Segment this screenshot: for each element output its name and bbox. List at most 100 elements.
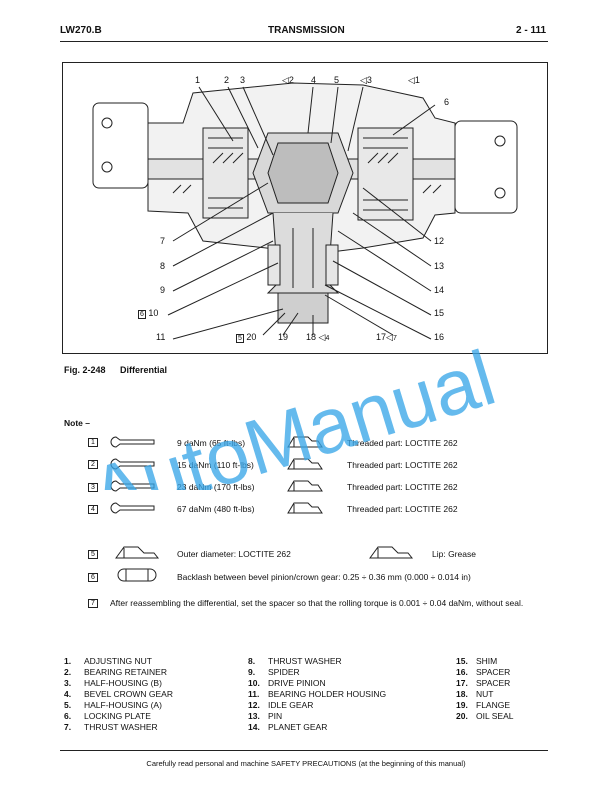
left-flange-shape — [92, 102, 149, 189]
lip-seal-icon — [369, 546, 414, 559]
differential-drawing — [62, 62, 548, 354]
legend-item: 11.BEARING HOLDER HOUSING — [248, 689, 387, 699]
torque-value-4: 67 daNm (480 ft-lbs) — [177, 504, 255, 514]
backlash-gear-icon — [117, 568, 157, 582]
callout-19: 19 — [278, 332, 289, 342]
callout-6: 6 — [444, 97, 450, 107]
callout-18: 18 ◁4 — [306, 332, 330, 342]
mark-arrow-icon: 4 — [88, 505, 98, 514]
callout-5: 5 — [334, 75, 340, 85]
note-row6-text: Backlash between bevel pinion/crown gear… — [177, 572, 471, 582]
mark-arrow-icon: 6 — [88, 573, 98, 582]
legend-column-1: 1.ADJUSTING NUT 2.BEARING RETAINER 3.HAL… — [64, 656, 173, 733]
header-page-number: 2 - 111 — [516, 25, 547, 36]
callout-12: 12 — [434, 236, 445, 246]
legend-item: 12.IDLE GEAR — [248, 700, 314, 710]
legend-item: 6.LOCKING PLATE — [64, 711, 151, 721]
torque-part-4: Threaded part: LOCTITE 262 — [347, 504, 458, 514]
note-row7-text: After reassembling the differential, set… — [110, 598, 524, 608]
legend-item: 7.THRUST WASHER — [64, 722, 158, 732]
callout-3-triangle: ◁3 — [360, 75, 372, 85]
callout-2: 2 — [224, 75, 230, 85]
callout-20: 5 20 — [236, 332, 257, 343]
legend-item: 5.HALF-HOUSING (A) — [64, 700, 162, 710]
callout-1: 1 — [195, 75, 201, 85]
note-row5-lip: Lip: Grease — [432, 549, 476, 559]
mark-5-icon: 5 — [236, 334, 244, 343]
legend-item: 2.BEARING RETAINER — [64, 667, 167, 677]
torque-value-1: 9 daNm (65 ft-lbs) — [177, 438, 246, 448]
differential-cross-section — [92, 82, 518, 340]
callout-9: 9 — [160, 285, 166, 295]
figure-caption-title: Differential — [120, 365, 168, 375]
callout-13: 13 — [434, 261, 445, 271]
mark-arrow-icon: 5 — [88, 550, 98, 559]
legend-item: 15.SHIM — [456, 656, 498, 666]
threaded-part-icon — [287, 480, 323, 492]
legend-item: 1.ADJUSTING NUT — [64, 656, 152, 666]
footer-rule — [60, 750, 548, 751]
torque-part-3: Threaded part: LOCTITE 262 — [347, 482, 458, 492]
callout-7: 7 — [160, 236, 166, 246]
callout-4: 4 — [311, 75, 317, 85]
callout-10: 6 10 — [138, 308, 159, 319]
mark-6-icon: 6 — [138, 310, 146, 319]
note-row5-text: Outer diameter: LOCTITE 262 — [177, 549, 291, 559]
triangle-left-icon: ◁ — [386, 332, 393, 342]
torque-value-3: 23 daNm (170 ft-lbs) — [177, 482, 255, 492]
header-section-title: TRANSMISSION — [268, 25, 345, 36]
triangle-left-icon: ◁ — [282, 75, 289, 85]
note-mark-6: 6 — [88, 571, 98, 582]
torque-mark-2: 2 — [88, 458, 98, 469]
figure-caption-number: Fig. 2-248 — [64, 365, 106, 375]
legend-column-2: 8.THRUST WASHER 9.SPIDER 10.DRIVE PINION… — [248, 656, 386, 733]
wrench-icon — [110, 458, 155, 470]
legend-item: 10.DRIVE PINION — [248, 678, 326, 688]
mark-arrow-icon: 3 — [88, 483, 98, 492]
footer-safety-note: Carefully read personal and machine SAFE… — [146, 759, 466, 768]
callout-8: 8 — [160, 261, 166, 271]
callout-14: 14 — [434, 285, 445, 295]
triangle-left-icon: 7 — [88, 599, 98, 608]
torque-part-1: Threaded part: LOCTITE 262 — [347, 438, 458, 448]
callout-3: 3 — [240, 75, 246, 85]
note-title: Note – — [64, 418, 90, 428]
torque-mark-1: 1 — [88, 436, 98, 447]
callout-15: 15 — [434, 308, 445, 318]
wrench-icon — [110, 502, 155, 514]
torque-mark-4: 4 — [88, 503, 98, 514]
outer-diameter-seal-icon — [115, 546, 160, 559]
wrench-icon — [110, 436, 155, 448]
triangle-left-icon: ◁ — [360, 75, 367, 85]
torque-part-2: Threaded part: LOCTITE 262 — [347, 460, 458, 470]
legend-item: 18.NUT — [456, 689, 494, 699]
threaded-part-icon — [287, 502, 323, 514]
callout-16: 16 — [434, 332, 445, 342]
header-model: LW270.B — [60, 25, 102, 36]
note-mark-5: 5 — [88, 548, 98, 559]
mark-arrow-icon: 2 — [88, 460, 98, 469]
legend-item: 3.HALF-HOUSING (B) — [64, 678, 162, 688]
torque-value-2: 15 daNm (110 ft-lbs) — [177, 460, 254, 470]
triangle-left-icon: ◁ — [408, 75, 415, 85]
legend-item: 13.PIN — [248, 711, 283, 721]
right-flange-shape — [454, 120, 518, 214]
legend-item: 19.FLANGE — [456, 700, 511, 710]
legend-item: 17.SPACER — [456, 678, 511, 688]
threaded-part-icon — [287, 458, 323, 470]
legend-item: 16.SPACER — [456, 667, 511, 677]
callout-11: 11 — [156, 332, 166, 342]
threaded-part-icon — [287, 436, 323, 448]
header-rule — [60, 41, 548, 42]
note-mark-7: 7 — [88, 597, 98, 608]
callout-1-triangle: ◁1 — [408, 75, 420, 85]
wrench-icon — [110, 480, 155, 492]
legend-item: 9.SPIDER — [248, 667, 300, 677]
legend-column-3: 15.SHIM 16.SPACER 17.SPACER 18.NUT 19.FL… — [456, 656, 513, 722]
callout-2-triangle: ◁2 — [282, 75, 294, 85]
legend-item: 14.PLANET GEAR — [248, 722, 328, 732]
triangle-left-icon: ◁ — [318, 332, 326, 342]
torque-mark-3: 3 — [88, 481, 98, 492]
legend-item: 8.THRUST WASHER — [248, 656, 342, 666]
legend-item: 4.BEVEL CROWN GEAR — [64, 689, 173, 699]
